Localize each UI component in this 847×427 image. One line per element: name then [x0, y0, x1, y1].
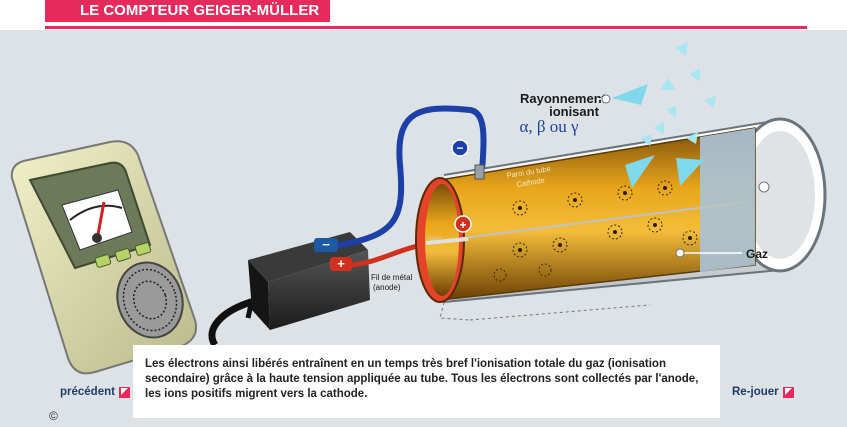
- caption-text: Les électrons ainsi libérés entraînent e…: [145, 358, 699, 400]
- radiation-pointer-dot: [601, 94, 611, 104]
- battery: − +: [248, 232, 370, 330]
- negative-cable: [337, 105, 487, 248]
- anode-plus-label: +: [459, 218, 466, 232]
- radiation-label-line2: ionisant: [549, 104, 600, 119]
- ion-clusters: [493, 180, 698, 282]
- meter-dial: [61, 189, 133, 251]
- replay-label: Re-jouer: [732, 386, 779, 398]
- arrow-icon: [118, 386, 130, 398]
- gas-marker-dot: [758, 181, 770, 193]
- metal-tag: métal: [428, 236, 442, 242]
- speaker-grille: [116, 261, 184, 339]
- meter-button: [134, 242, 152, 256]
- radiation-arrow: [676, 158, 704, 186]
- caption-box: Les électrons ainsi libérés entraînent e…: [133, 345, 720, 418]
- anode-wire: [439, 201, 746, 242]
- wire-label-line2: (anode): [373, 283, 401, 292]
- radiation-rays: [612, 42, 716, 188]
- anode-plus-marker: [454, 215, 472, 233]
- radiation-arrow: [625, 155, 655, 188]
- ion-dots: [518, 186, 692, 252]
- replay-button[interactable]: Re-jouer: [732, 386, 794, 398]
- arrow-icon: [782, 386, 794, 398]
- page-title: LE COMPTEUR GEIGER-MÜLLER: [45, 0, 330, 22]
- geiger-tube: + métal − Paroi du tube Cathode: [415, 117, 827, 321]
- radiation-label: Rayonnement ionisant α, β ou γ: [519, 91, 611, 136]
- battery-positive-terminal: [330, 257, 352, 271]
- battery-plug: [245, 299, 255, 319]
- geiger-meter: [10, 140, 198, 375]
- wire-label-line1: Fil de métal: [371, 273, 413, 282]
- radiation-types: α, β ou γ: [519, 117, 579, 136]
- meter-cable: [208, 296, 259, 347]
- battery-plus-label: +: [337, 256, 345, 271]
- cathode-minus-marker: [451, 139, 469, 157]
- battery-minus-label: −: [322, 237, 330, 252]
- radiation-label-line1: Rayonnement: [520, 91, 607, 106]
- previous-button[interactable]: précédent: [60, 386, 130, 398]
- gas-label: Gaz: [746, 247, 768, 261]
- anode-connector: [425, 237, 469, 245]
- copyright-symbol: ©: [49, 409, 58, 423]
- gas-pointer-dot: [675, 248, 685, 258]
- battery-negative-terminal: [314, 238, 338, 252]
- meter-button: [94, 254, 112, 268]
- meter-button: [114, 248, 132, 262]
- wall-label-line2: Cathode: [516, 176, 545, 189]
- cathode-minus-label: −: [456, 141, 463, 155]
- header-accent-line: [45, 26, 807, 29]
- previous-label: précédent: [60, 386, 115, 398]
